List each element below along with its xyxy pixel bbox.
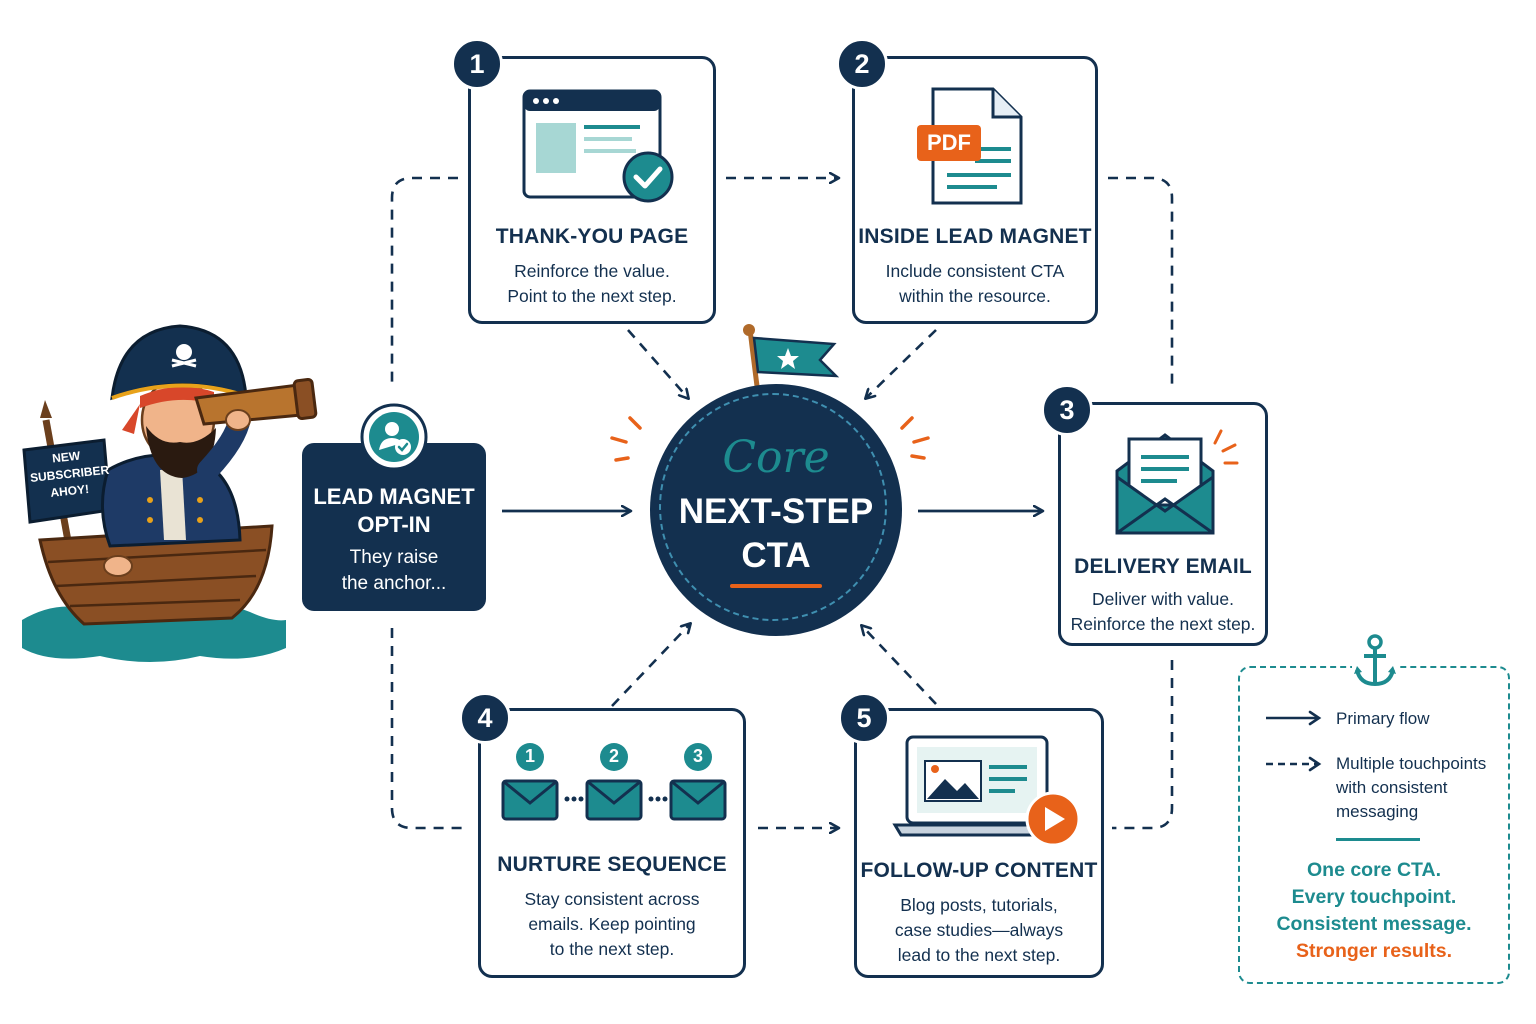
- loop-right-top: [1108, 176, 1174, 386]
- step-5-badge: 5: [838, 692, 890, 744]
- optin-sub-line-2: the anchor...: [341, 573, 447, 594]
- step-2-desc-line-1: Include consistent CTA: [885, 261, 1065, 281]
- arrow-4-to-core: [611, 624, 690, 707]
- envelope-letter-icon: [1115, 429, 1239, 535]
- core-cta-circle: Core NEXT-STEP CTA: [650, 384, 902, 636]
- step-4-desc: Stay consistent across emails. Keep poin…: [491, 887, 733, 962]
- step-card-nurture-sequence: 1 2 3 NURTURE SEQUENCE Stay consistent a…: [478, 708, 746, 978]
- core-line-1: NEXT-STEP: [678, 492, 874, 531]
- pirate-sign-text: NEW SUBSCRIBER AHOY!: [28, 445, 109, 504]
- step-5-desc-line-1: Blog posts, tutorials,: [900, 895, 1058, 915]
- step-1-desc: Reinforce the value. Point to the next s…: [481, 259, 703, 309]
- step-1-desc-line-2: Point to the next step.: [507, 286, 677, 306]
- step-card-follow-up-content: FOLLOW-UP CONTENT Blog posts, tutorials,…: [854, 708, 1104, 978]
- step-5-title: FOLLOW-UP CONTENT: [860, 859, 1098, 882]
- step-3-title: DELIVERY EMAIL: [1074, 555, 1252, 578]
- legend-multiple-line-2: with consistent: [1336, 778, 1448, 797]
- loop-right-bottom: [1112, 660, 1174, 830]
- step-card-inside-lead-magnet: PDF INSIDE LEAD MAGNET Include consisten…: [852, 56, 1098, 324]
- core-script-text: Core: [722, 432, 830, 483]
- step-4-title: NURTURE SEQUENCE: [497, 853, 727, 876]
- step-4-desc-line-1: Stay consistent across: [524, 889, 700, 909]
- loop-left-bottom: [390, 628, 462, 830]
- step-3-desc-line-2: Reinforce the next step.: [1070, 614, 1256, 634]
- seq-num-2: 2: [608, 746, 619, 766]
- step-2-badge: 2: [836, 38, 888, 90]
- seq-num-1: 1: [524, 746, 535, 766]
- user-check-icon: [360, 403, 428, 471]
- optin-subtitle: They raise the anchor...: [302, 545, 486, 597]
- core-line-2: CTA: [741, 536, 811, 575]
- legend-multiple-line-3: messaging: [1336, 802, 1419, 821]
- step-5-desc-line-2: case studies—always: [894, 920, 1064, 940]
- step-2-title: INSIDE LEAD MAGNET: [858, 225, 1092, 248]
- legend-primary-label: Primary flow: [1336, 709, 1430, 728]
- legend-dashed-arrow-icon: [1266, 756, 1322, 772]
- slogan-line-1: One core CTA.: [1307, 859, 1441, 881]
- arrow-1-to-core: [627, 329, 688, 398]
- step-1-badge: 1: [451, 38, 503, 90]
- optin-sub-line-1: They raise: [349, 547, 439, 568]
- optin-title-line-1: LEAD MAGNET: [313, 484, 475, 509]
- core-flag-icon: [743, 324, 840, 411]
- step-1-desc-line-1: Reinforce the value.: [514, 261, 670, 281]
- legend-solid-arrow-icon: [1266, 710, 1322, 726]
- slogan-line-3: Consistent message.: [1276, 913, 1472, 935]
- step-4-badge: 4: [459, 692, 511, 744]
- legend-multiple-label: Multiple touchpoints with consistent mes…: [1336, 752, 1486, 824]
- legend-divider: [1336, 838, 1420, 841]
- step-2-desc-line-2: within the resource.: [899, 286, 1051, 306]
- optin-title-line-2: OPT-IN: [357, 512, 431, 537]
- step-2-desc: Include consistent CTA within the resour…: [865, 259, 1085, 309]
- step-3-desc: Deliver with value. Reinforce the next s…: [1061, 587, 1265, 637]
- step-3-desc-line-1: Deliver with value.: [1092, 589, 1234, 609]
- step-5-desc: Blog posts, tutorials, case studies—alwa…: [867, 893, 1091, 968]
- lead-magnet-optin-box: LEAD MAGNET OPT-IN They raise the anchor…: [302, 443, 486, 611]
- core-sparks: [610, 416, 930, 462]
- legend-multiple-line-1: Multiple touchpoints: [1336, 754, 1487, 773]
- legend-box: Primary flow Multiple touchpoints with c…: [1238, 632, 1510, 984]
- browser-check-icon: [522, 89, 674, 203]
- slogan-line-2: Every touchpoint.: [1291, 886, 1457, 908]
- step-1-title: THANK-YOU PAGE: [495, 225, 689, 248]
- step-card-thank-you-page: THANK-YOU PAGE Reinforce the value. Poin…: [468, 56, 716, 324]
- laptop-video-icon: [892, 735, 1081, 847]
- seq-num-3: 3: [692, 746, 703, 766]
- step-4-desc-line-3: to the next step.: [549, 939, 675, 959]
- arrow-5-to-core: [862, 626, 937, 705]
- step-3-badge: 3: [1041, 384, 1093, 436]
- core-underline: [730, 584, 822, 588]
- arrow-2-to-core: [866, 329, 937, 398]
- email-sequence-icon: [501, 743, 727, 821]
- step-card-delivery-email: DELIVERY EMAIL Deliver with value. Reinf…: [1058, 402, 1268, 646]
- step-5-desc-line-3: lead to the next step.: [897, 945, 1061, 965]
- optin-title: LEAD MAGNET OPT-IN: [302, 483, 486, 539]
- anchor-icon: [1352, 632, 1398, 690]
- pdf-label: PDF: [917, 125, 981, 161]
- slogan-accent: Stronger results.: [1295, 940, 1453, 962]
- loop-left-top: [390, 176, 458, 388]
- step-4-desc-line-2: emails. Keep pointing: [528, 914, 696, 934]
